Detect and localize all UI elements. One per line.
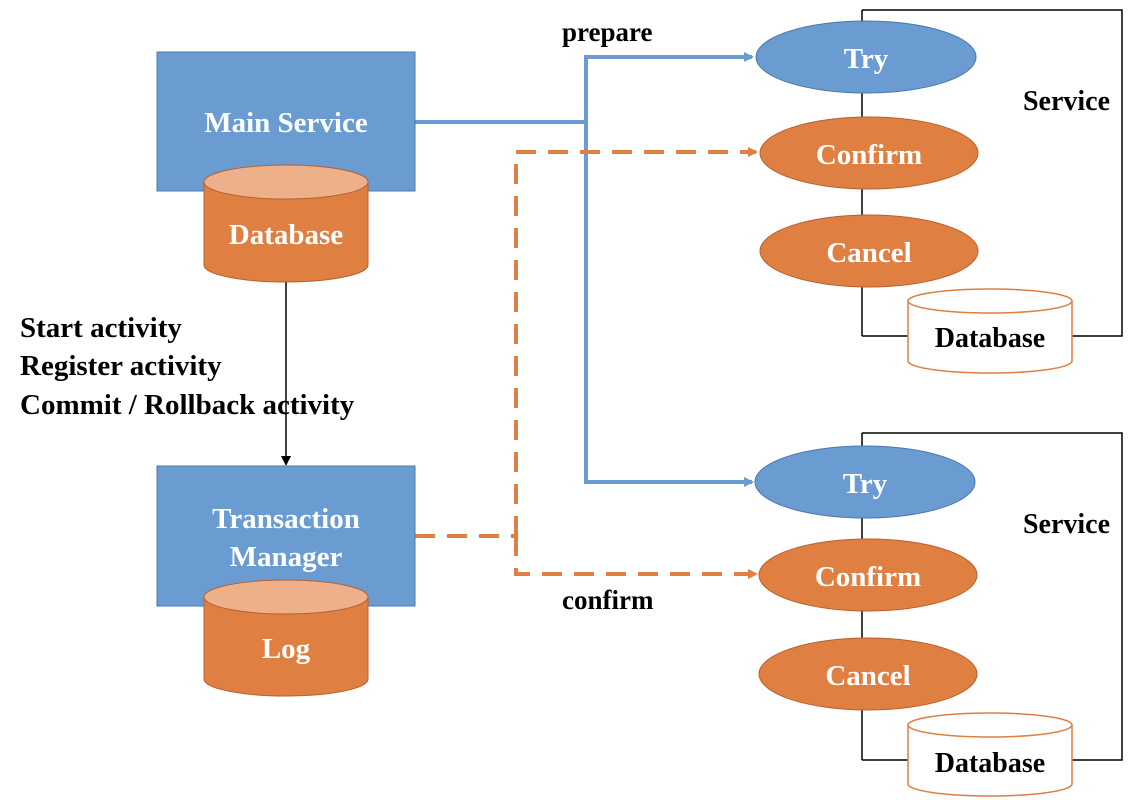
cancel-label-top: Cancel (826, 237, 911, 269)
log-body (203, 596, 369, 697)
service-database-bottom: Database (907, 712, 1073, 797)
log-cylinder: Log (203, 579, 369, 697)
log-top (203, 579, 369, 615)
main-database-cylinder: Database (203, 164, 369, 283)
confirm-line-top (514, 147, 758, 536)
prepare-line-main (415, 52, 754, 124)
activity-register: Register activity (20, 350, 222, 382)
main-database-top (203, 164, 369, 200)
service-title-bottom: Service (1023, 509, 1110, 540)
service-database-top-body (907, 300, 1073, 374)
try-label-bottom: Try (843, 468, 888, 500)
cancel-node-bottom (758, 637, 978, 711)
main-service-node: Main Service (156, 51, 416, 192)
try-node-bottom (754, 445, 976, 519)
service-database-top-label: Database (935, 323, 1045, 354)
transaction-manager-label-line2: Manager (230, 541, 343, 573)
main-database-body (203, 181, 369, 283)
service-group-top: Service Try Confirm Cancel Database (755, 20, 1110, 374)
service-database-bottom-label: Database (935, 748, 1045, 779)
service-database-bottom-lid (907, 712, 1073, 738)
service-database-top-lid (907, 288, 1073, 314)
prepare-flow (415, 52, 754, 487)
prepare-line-branch (584, 122, 754, 487)
prepare-label: prepare (562, 17, 653, 47)
main-service-label: Main Service (204, 107, 368, 139)
confirm-line-bottom (514, 536, 758, 579)
cancel-label-bottom: Cancel (825, 660, 910, 692)
confirm-node-bottom (758, 538, 978, 612)
log-label: Log (262, 633, 311, 665)
activity-commit-rollback: Commit / Rollback activity (20, 389, 355, 421)
try-node-top (755, 20, 977, 94)
confirm-flow (415, 147, 758, 579)
service-title-top: Service (1023, 86, 1110, 117)
confirm-label-bottom: Confirm (815, 561, 921, 593)
confirm-node-top (759, 116, 979, 190)
confirm-label-top: Confirm (816, 139, 922, 171)
activity-labels: Start activity Register activity Commit … (20, 312, 355, 421)
cancel-node-top (759, 214, 979, 288)
service-group-bottom: Service Try Confirm Cancel Database (754, 445, 1110, 797)
main-database-label: Database (229, 219, 344, 251)
activity-start: Start activity (20, 312, 182, 344)
service-database-top: Database (907, 288, 1073, 374)
try-label-top: Try (844, 43, 889, 75)
transaction-manager-label-line1: Transaction (212, 503, 360, 535)
confirm-label: confirm (562, 585, 654, 615)
service-database-bottom-body (907, 724, 1073, 797)
